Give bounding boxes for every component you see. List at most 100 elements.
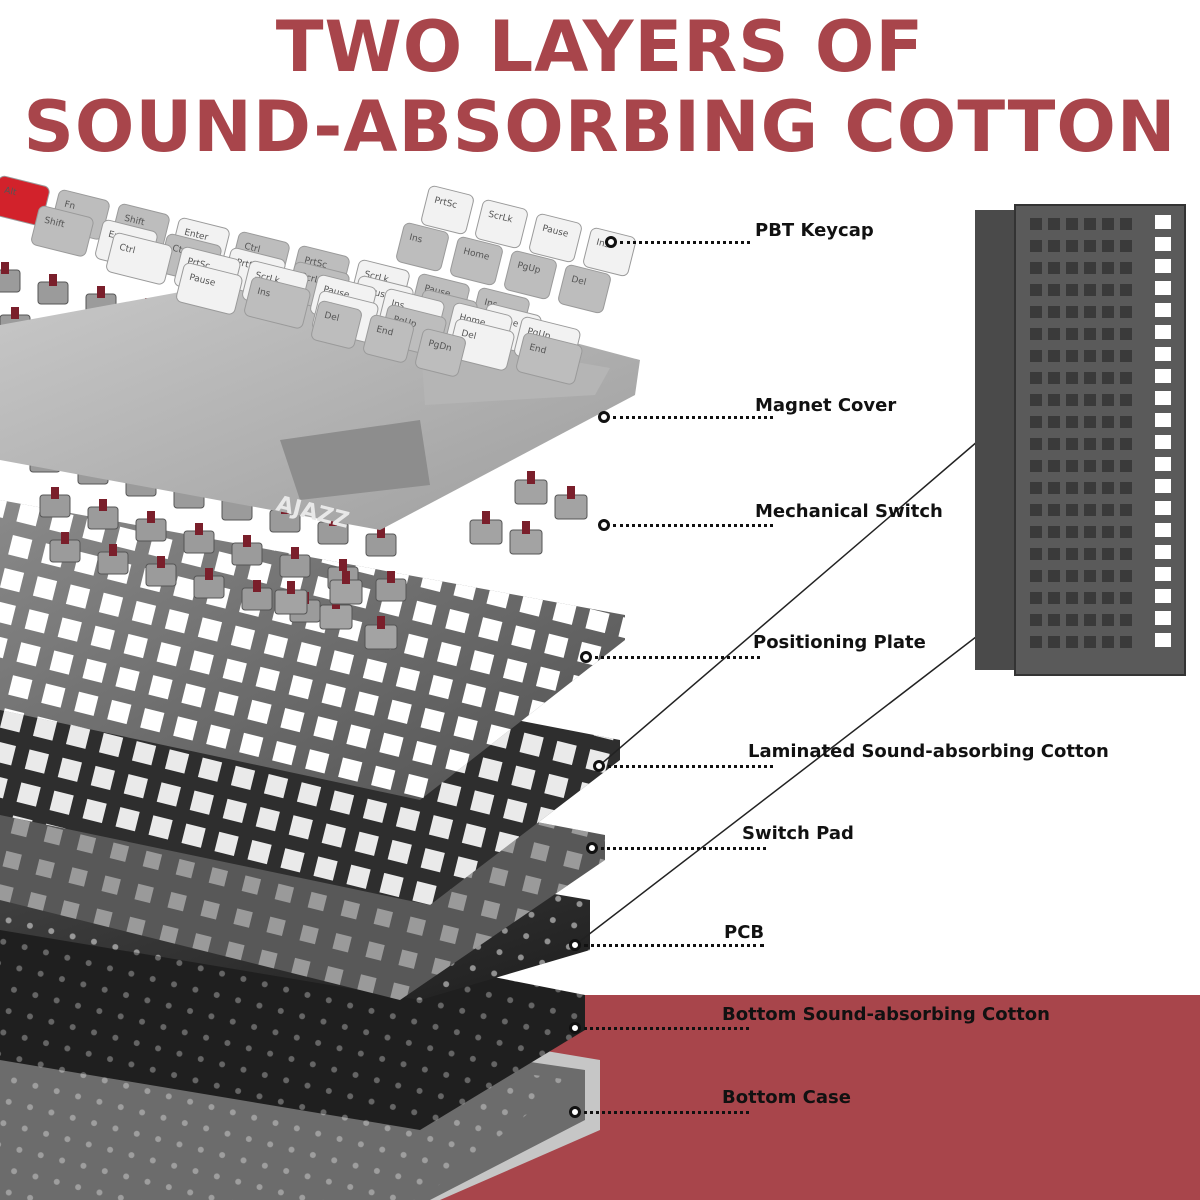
inset-hole — [1155, 369, 1171, 383]
inset-cutout — [1066, 548, 1078, 560]
callout-dot — [569, 939, 581, 951]
inset-cutout — [1084, 570, 1096, 582]
inset-cutout — [1120, 240, 1132, 252]
keycap-legend: Fn — [63, 200, 76, 212]
inset-cutout — [1120, 218, 1132, 230]
inset-cutout — [1066, 438, 1078, 450]
inset-cutout — [1120, 328, 1132, 340]
inset-hole — [1155, 347, 1171, 361]
keycap: Del — [448, 318, 515, 371]
inset-cutout — [1120, 416, 1132, 428]
mechanical-switch — [375, 571, 407, 602]
callout-line — [584, 1027, 749, 1030]
keycap: Pause — [176, 262, 243, 315]
mechanical-switch — [49, 532, 81, 563]
inset-cutout — [1120, 636, 1132, 648]
mechanical-switch — [0, 262, 21, 293]
keycap-legend: Del — [570, 275, 587, 288]
mechanical-switch — [329, 571, 363, 605]
keycap-legend: Ctrl — [118, 243, 136, 257]
inset-cutout — [1084, 460, 1096, 472]
keycap: ScrLk — [475, 199, 528, 249]
mechanical-switch — [279, 547, 311, 578]
inset-cutout — [1030, 614, 1042, 626]
keycap: Ins — [244, 276, 311, 329]
inset-cutout — [1120, 526, 1132, 538]
inset-cutout — [1030, 306, 1042, 318]
callout-dot — [580, 651, 592, 663]
inset-hole — [1155, 325, 1171, 339]
inset-cutout — [1102, 504, 1114, 516]
keycap: Del — [558, 264, 611, 314]
inset-hole — [1155, 479, 1171, 493]
inset-cutout — [1066, 504, 1078, 516]
inset-cutout — [1084, 504, 1096, 516]
inset-cutout — [1120, 460, 1132, 472]
inset-hole — [1155, 589, 1171, 603]
inset-cutout — [1066, 482, 1078, 494]
mechanical-switch — [365, 526, 397, 557]
mechanical-switch — [509, 521, 543, 555]
inset-cutout — [1048, 570, 1060, 582]
inset-cutout — [1084, 636, 1096, 648]
inset-cutout — [1102, 262, 1114, 274]
label-positioning-plate: Positioning Plate — [753, 632, 926, 653]
inset-cutout — [1102, 372, 1114, 384]
headline-line-2: SOUND-ABSORBING COTTON — [23, 86, 1177, 168]
inset-cutout — [1048, 438, 1060, 450]
keycap-legend: Ins — [408, 233, 423, 246]
inset-cutout — [1048, 306, 1060, 318]
inset-cutout — [1084, 438, 1096, 450]
inset-cutout — [1048, 482, 1060, 494]
inset-hole — [1155, 435, 1171, 449]
keycap: PgUp — [504, 250, 557, 300]
keycap-legend: Ins — [256, 287, 271, 300]
inset-cutout — [1102, 306, 1114, 318]
keycap: End — [363, 314, 414, 363]
inset-cutout — [1120, 592, 1132, 604]
callout-line — [595, 656, 760, 659]
inset-cutout — [1066, 240, 1078, 252]
inset-cutout — [1084, 394, 1096, 406]
callout-dot — [598, 519, 610, 531]
inset-cutout — [1066, 218, 1078, 230]
callout-line — [584, 1111, 749, 1114]
inset-hole — [1155, 567, 1171, 581]
inset-cutout — [1048, 240, 1060, 252]
inset-cutout — [1120, 570, 1132, 582]
label-mechanical-switch: Mechanical Switch — [755, 501, 943, 522]
inset-cutout — [1048, 328, 1060, 340]
inset-cutout — [1066, 416, 1078, 428]
inset-cutout — [1030, 526, 1042, 538]
label-switch-pad: Switch Pad — [742, 823, 854, 844]
inset-cutout — [1048, 416, 1060, 428]
inset-hole — [1155, 457, 1171, 471]
mechanical-switch — [364, 616, 398, 650]
inset-cutout — [1030, 218, 1042, 230]
inset-cutout — [1030, 394, 1042, 406]
inset-cutout — [1066, 262, 1078, 274]
keycap-array: AltFnShiftEnterCtrlPrtScScrLkPauseInsShi… — [0, 175, 636, 385]
inset-cutout — [1084, 416, 1096, 428]
inset-cutout — [1102, 592, 1114, 604]
inset-cutout — [1102, 526, 1114, 538]
inset-cutout — [1066, 636, 1078, 648]
inset-cutout — [1030, 350, 1042, 362]
mechanical-switch — [135, 511, 167, 542]
inset-cutout — [1102, 284, 1114, 296]
keycap: PrtSc — [421, 185, 474, 235]
callout-line — [620, 241, 750, 244]
inset-cutout — [1048, 504, 1060, 516]
inset-cutout — [1102, 218, 1114, 230]
inset-cutout — [1030, 240, 1042, 252]
inset-cutout — [1030, 592, 1042, 604]
inset-cutout — [1066, 350, 1078, 362]
inset-cutout — [1120, 306, 1132, 318]
inset-hole — [1155, 413, 1171, 427]
cotton-plate-inset — [975, 204, 1186, 676]
keycap-legend: End — [375, 325, 394, 339]
inset-hole — [1155, 523, 1171, 537]
inset-cutout — [1030, 416, 1042, 428]
inset-cutout — [1048, 262, 1060, 274]
